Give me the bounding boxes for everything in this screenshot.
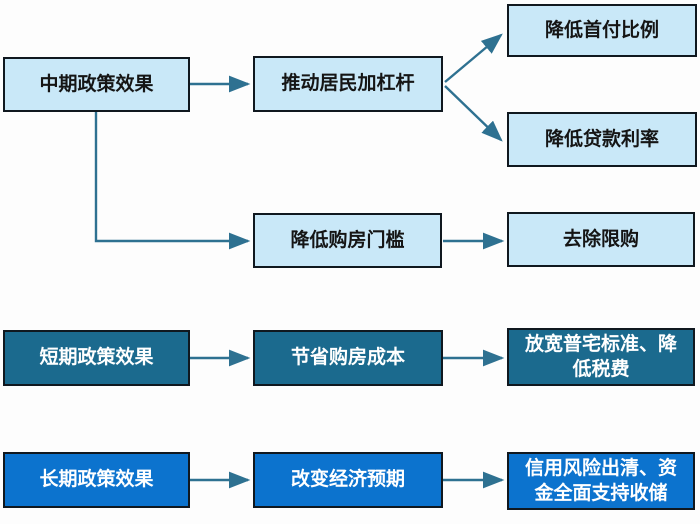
node-short-term-policy-effect: 短期政策效果 bbox=[3, 330, 190, 386]
node-long-term-policy-effect: 长期政策效果 bbox=[3, 452, 190, 508]
node-lower-purchase-threshold: 降低购房门槛 bbox=[253, 213, 442, 268]
node-lower-loan-rate: 降低贷款利率 bbox=[507, 112, 697, 167]
node-push-household-leverage: 推动居民加杠杆 bbox=[253, 56, 443, 112]
arrow-mid-to-threshold bbox=[94, 112, 251, 250]
node-save-purchase-cost: 节省购房成本 bbox=[253, 330, 443, 386]
node-mid-term-policy-effect: 中期政策效果 bbox=[3, 57, 190, 112]
arrow-leverage-to-downpayment bbox=[444, 33, 503, 83]
arrow-leverage-to-loanrate bbox=[444, 85, 503, 142]
node-remove-purchase-restriction: 去除限购 bbox=[507, 212, 695, 267]
node-relax-standards-lower-tax: 放宽普宅标准、降 低税费 bbox=[507, 328, 695, 386]
node-change-economic-expectation: 改变经济预期 bbox=[253, 452, 443, 508]
node-lower-downpayment-ratio: 降低首付比例 bbox=[507, 4, 697, 57]
node-credit-risk-clearing-storage-support: 信用风险出清、资 金全面支持收储 bbox=[507, 452, 695, 510]
